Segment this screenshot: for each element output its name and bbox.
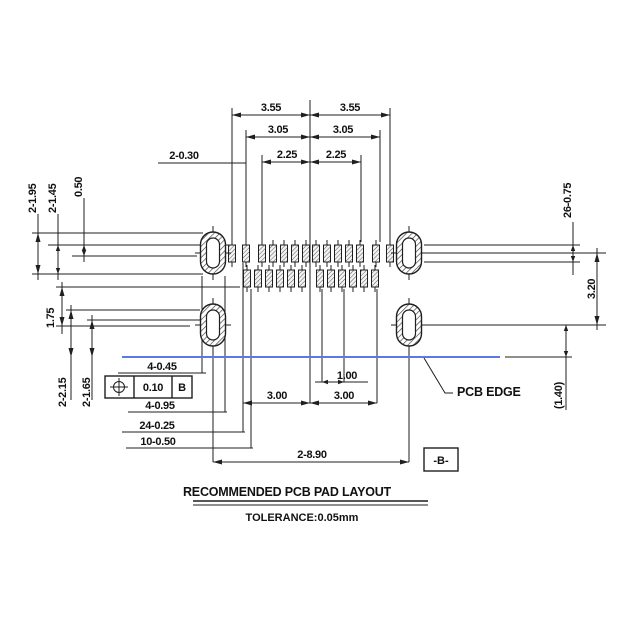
dim-2x030: 2-0.30 [169,150,199,162]
smt-pad [323,244,331,263]
smt-pad [349,269,357,288]
feature-control-frame: 0.10 B [104,375,193,399]
dim-2x890: 2-8.90 [297,449,327,461]
smt-pad [254,269,262,288]
dim-2x195: 2-1.95 [27,183,39,213]
fcf-tolerance-value: 0.10 [143,382,163,394]
dim-4x045: 4-0.45 [147,361,177,373]
anchor-pad-hole [205,309,221,341]
dim-305-right: 3.05 [333,124,353,136]
smt-pad [372,244,380,263]
extension-lines [32,100,606,462]
dim-225-right: 2.25 [326,149,346,161]
dim-4x095: 4-0.95 [145,400,175,412]
smt-pad [371,269,379,288]
dim-2x145: 2-1.45 [47,183,59,213]
rotated-dimension-labels: 2-1.95 2-1.45 0.50 1.75 2-2.15 2-1.65 26… [27,177,598,409]
dim-2x215: 2-2.15 [57,377,69,407]
smt-pad [334,244,342,263]
dim-300-left: 3.00 [267,390,287,402]
smt-pad [269,244,277,263]
smt-pad [312,244,320,263]
dim-24x025: 24-0.25 [139,420,174,432]
title-block: RECOMMENDED PCB PAD LAYOUT TOLERANCE:0.0… [183,485,428,524]
dim-140: (1.40) [553,381,565,409]
anchor-pad-hole [401,309,417,341]
datum-reference-box: -B- [423,447,459,472]
smt-pad [338,269,346,288]
smt-pad [327,269,335,288]
fcf-datum-letter: B [178,382,186,394]
smt-pad [356,244,364,263]
smt-pad [276,269,284,288]
datum-reference-label: -B- [433,455,449,467]
smt-pad [298,269,306,288]
dim-050: 0.50 [73,177,85,197]
dim-100: 1.00 [337,370,357,382]
smt-pad [360,269,368,288]
dim-225-left: 2.25 [277,149,297,161]
dim-10x050: 10-0.50 [140,436,175,448]
pad-array [195,226,427,352]
smt-pad [316,269,324,288]
tolerance-note: TOLERANCE:0.05mm [246,512,359,524]
anchor-pad-hole [401,237,417,269]
dim-355-left: 3.55 [261,102,281,114]
smt-pad [345,244,353,263]
anchor-pad-hole [205,237,221,269]
dim-320: 3.20 [586,279,598,299]
dimension-labels: 3.55 3.55 3.05 3.05 2.25 2.25 2-0.30 4-0… [139,102,360,461]
dimension-lines [35,112,600,465]
smt-pad [242,244,250,263]
dim-305-left: 3.05 [268,124,288,136]
pcb-edge-label: PCB EDGE [457,385,521,399]
pcb-edge-leader-line [423,357,453,394]
smt-pad [291,244,299,263]
dim-355-right: 3.55 [340,102,360,114]
dim-175: 1.75 [45,308,57,328]
position-tolerance-icon [110,378,128,396]
smt-pad [258,244,266,263]
dim-26x075: 26-0.75 [562,183,574,218]
smt-pad [302,244,310,263]
drawing-title: RECOMMENDED PCB PAD LAYOUT [183,485,392,499]
smt-pad [287,269,295,288]
smt-pad [280,244,288,263]
dim-2x165: 2-1.65 [81,377,93,407]
dim-300-right: 3.00 [334,390,354,402]
smt-pad [265,269,273,288]
smt-pad [243,269,251,288]
